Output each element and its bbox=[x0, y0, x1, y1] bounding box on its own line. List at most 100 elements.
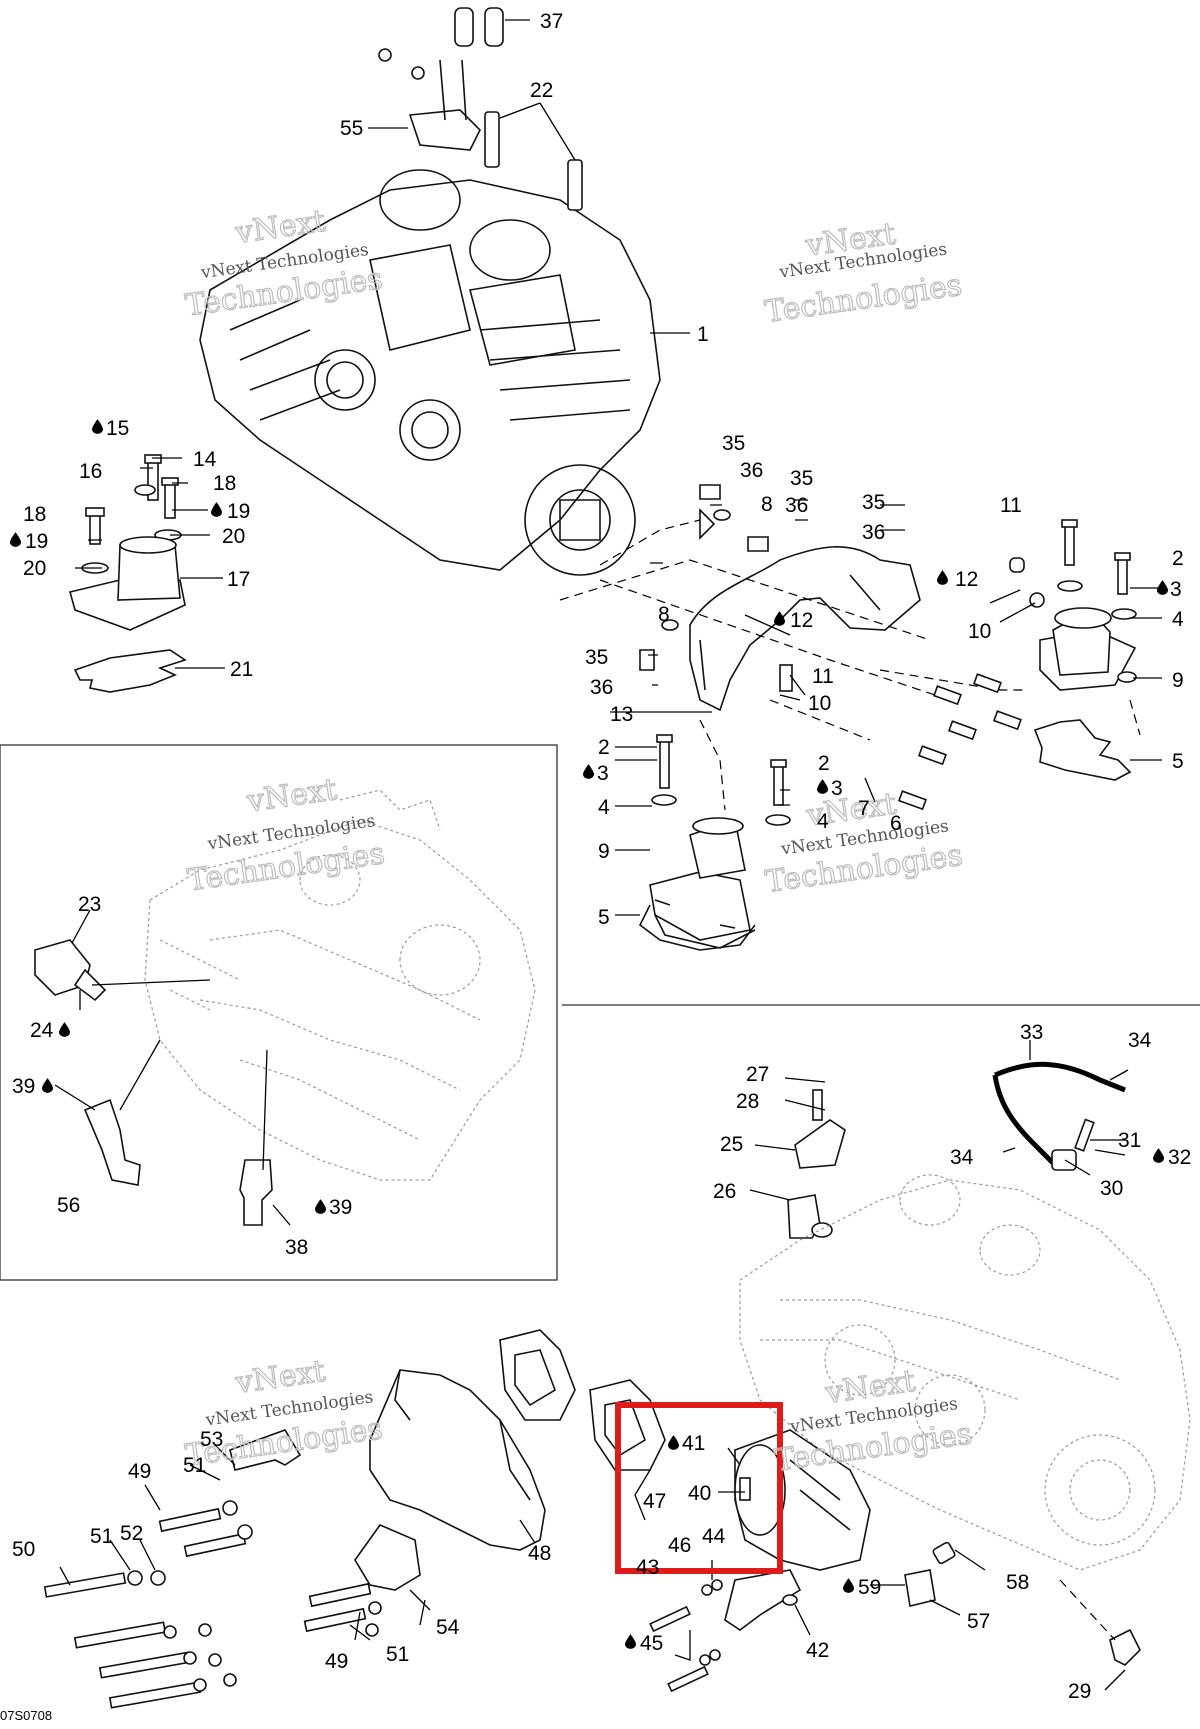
callout-labels: 37 22 55 1 15 14 16 18 18 19 19 20 20 17… bbox=[0, 10, 1191, 1723]
callout-46: 46 bbox=[668, 1534, 691, 1557]
callout-51: 51 bbox=[183, 1454, 206, 1477]
watermark-mid-left: vNext vNext Technologies Technologies bbox=[185, 772, 388, 899]
callout-12b: 12 bbox=[790, 609, 813, 632]
part-22-spark-plugs bbox=[484, 102, 583, 211]
callout-57: 57 bbox=[967, 1610, 990, 1633]
callout-7: 7 bbox=[858, 797, 870, 820]
callout-41: 41 bbox=[682, 1432, 705, 1455]
part-56-elbow-fitting bbox=[54, 1039, 161, 1186]
part-57-58-fittings bbox=[870, 1541, 986, 1616]
callout-24: 24 bbox=[30, 1019, 54, 1042]
fasteners-starter bbox=[649, 1560, 723, 1693]
svg-text:vNext: vNext bbox=[233, 1354, 328, 1401]
oil-drop-icon bbox=[10, 532, 21, 547]
oil-drop-icon bbox=[42, 1078, 53, 1093]
callout-26: 26 bbox=[713, 1180, 736, 1203]
oil-drop-icon bbox=[1157, 580, 1168, 595]
part-48-cover bbox=[369, 1369, 546, 1551]
part-42-bracket bbox=[724, 1569, 811, 1636]
callout-45: 45 bbox=[640, 1632, 663, 1655]
callout-56: 56 bbox=[57, 1194, 80, 1217]
callout-51b: 51 bbox=[90, 1525, 113, 1548]
callout-10: 10 bbox=[968, 620, 991, 643]
callout-35b: 35 bbox=[790, 467, 813, 490]
callout-9b: 9 bbox=[598, 840, 610, 863]
part-23-temp-sensor bbox=[34, 909, 211, 1010]
part-37-intake-tubes bbox=[454, 7, 530, 47]
callout-58: 58 bbox=[1006, 1571, 1029, 1594]
callout-50: 50 bbox=[12, 1538, 35, 1561]
assembly-line-b bbox=[559, 559, 931, 641]
callout-14: 14 bbox=[193, 448, 217, 471]
left-engine-mount bbox=[69, 454, 225, 693]
engine-assembly-ghost-left bbox=[144, 789, 536, 1181]
callout-35d: 35 bbox=[585, 646, 608, 669]
callout-8: 8 bbox=[761, 493, 773, 516]
callout-4b: 4 bbox=[598, 796, 610, 819]
callout-36: 36 bbox=[740, 459, 763, 482]
callout-35: 35 bbox=[722, 432, 745, 455]
callout-28: 28 bbox=[736, 1090, 759, 1113]
callout-34: 34 bbox=[1128, 1029, 1152, 1052]
callout-27: 27 bbox=[746, 1063, 769, 1086]
callout-15: 15 bbox=[106, 417, 129, 440]
callout-33: 33 bbox=[1020, 1021, 1043, 1044]
callout-38: 38 bbox=[285, 1236, 308, 1259]
gaskets bbox=[499, 1329, 666, 1471]
callout-18: 18 bbox=[213, 472, 236, 495]
oil-drop-icon bbox=[92, 419, 103, 434]
oil-drop-icon bbox=[937, 570, 948, 585]
callout-25: 25 bbox=[720, 1133, 743, 1156]
svg-text:vNext: vNext bbox=[244, 772, 339, 819]
callout-10b: 10 bbox=[808, 692, 831, 715]
callout-49: 49 bbox=[128, 1460, 151, 1483]
callout-40: 40 bbox=[688, 1482, 711, 1505]
callout-55: 55 bbox=[340, 117, 363, 140]
callout-4c: 4 bbox=[817, 810, 829, 833]
bolts-bottom-left bbox=[43, 1484, 426, 1709]
callout-20b: 20 bbox=[23, 557, 46, 580]
oil-drop-icon bbox=[668, 1435, 679, 1450]
callout-36b: 36 bbox=[785, 494, 808, 517]
callout-9: 9 bbox=[1172, 669, 1184, 692]
assembly-line-c bbox=[599, 519, 701, 566]
callout-8b: 8 bbox=[658, 603, 670, 626]
callout-11b: 11 bbox=[812, 665, 834, 688]
assembly-line-d bbox=[699, 719, 726, 811]
callout-1: 1 bbox=[697, 323, 709, 346]
callout-19b: 19 bbox=[25, 530, 48, 553]
assembly-line-a bbox=[599, 579, 951, 701]
callout-3c: 3 bbox=[831, 777, 843, 800]
part-33-wire-harness bbox=[992, 1040, 1129, 1176]
part-29-sensor bbox=[1059, 1579, 1141, 1691]
oil-drop-icon bbox=[315, 1199, 326, 1214]
callout-3b: 3 bbox=[597, 762, 609, 785]
callout-23: 23 bbox=[78, 893, 101, 916]
callout-5b: 5 bbox=[598, 906, 610, 929]
callout-18b: 18 bbox=[23, 503, 46, 526]
callout-44: 44 bbox=[702, 1525, 726, 1548]
watermark-top-left: vNext vNext Technologies Technologies bbox=[183, 203, 386, 324]
callout-42: 42 bbox=[806, 1639, 829, 1662]
part-38-straight-fitting bbox=[239, 1049, 291, 1226]
callout-43: 43 bbox=[636, 1556, 659, 1579]
callout-20: 20 bbox=[222, 525, 245, 548]
callout-49b: 49 bbox=[325, 1650, 348, 1673]
callout-2c: 2 bbox=[818, 752, 830, 775]
callout-11: 11 bbox=[1000, 494, 1022, 517]
callout-22: 22 bbox=[530, 79, 553, 102]
assembly-line-g bbox=[1129, 699, 1141, 736]
callout-35c: 35 bbox=[862, 491, 885, 514]
callout-31: 31 bbox=[1118, 1129, 1141, 1152]
highlight-box bbox=[615, 1402, 783, 1574]
assembly-line-e bbox=[879, 669, 1025, 691]
oil-drop-icon bbox=[625, 1634, 636, 1649]
watermark-top-right: vNext vNext Technologies Technologies bbox=[762, 216, 965, 331]
callout-39b: 39 bbox=[329, 1196, 352, 1219]
center-engine-mount bbox=[615, 734, 876, 951]
callout-3: 3 bbox=[1170, 578, 1182, 601]
callout-59: 59 bbox=[858, 1576, 881, 1599]
part-55-bracket bbox=[368, 48, 481, 151]
oil-drop-icon bbox=[843, 1578, 854, 1593]
